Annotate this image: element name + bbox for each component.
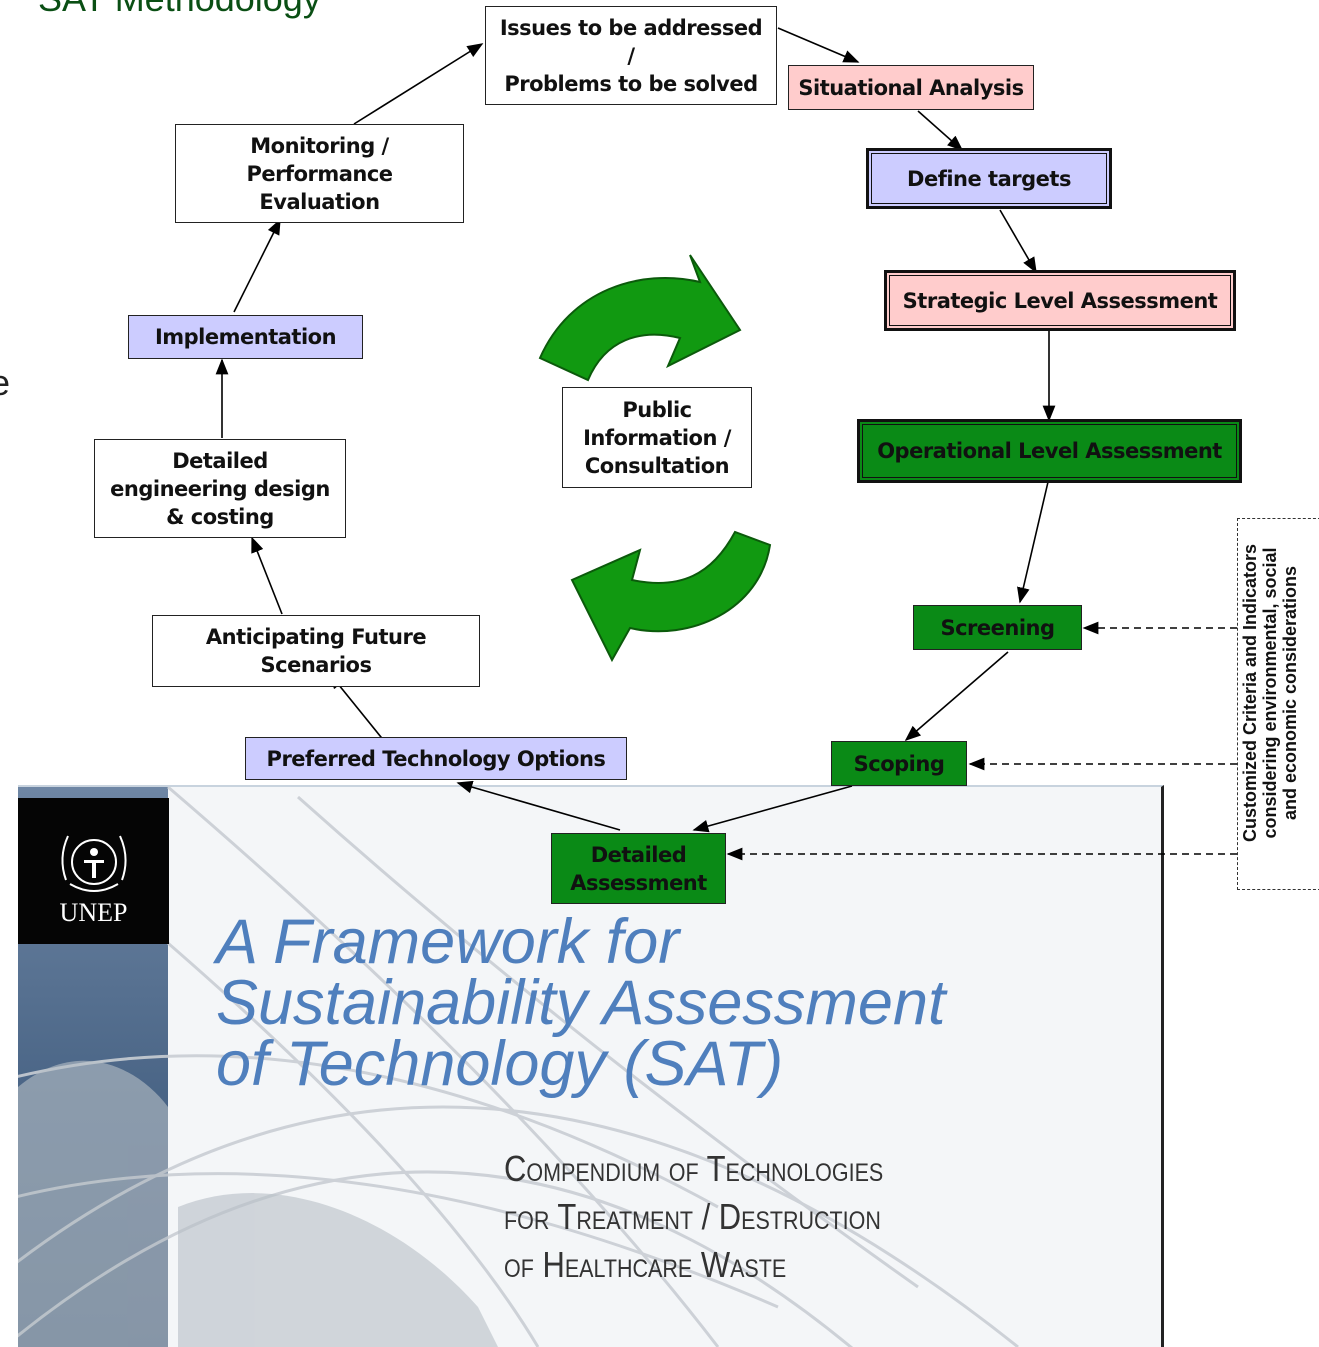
report-title-line: Sustainability Assessment [216,968,946,1038]
criteria-indicators-box [1237,518,1319,890]
report-subtitle: Compendium of Technologies for Treatment… [504,1145,1124,1289]
node-preferred-options: Preferred Technology Options [245,737,627,780]
node-strategic-assessment: Strategic Level Assessment [884,270,1236,331]
report-subtitle-line: of Healthcare Waste [504,1244,787,1285]
node-situational-analysis: Situational Analysis [788,65,1034,110]
node-future-scenarios: Anticipating Future Scenarios [152,615,480,687]
cycle-arrow-top [538,254,742,382]
report-subtitle-line: Compendium of Technologies [504,1148,884,1189]
globe-background-graphic [18,787,1019,1347]
unep-logo: UNEP [18,798,169,944]
node-monitoring: Monitoring / Performance Evaluation [175,124,464,223]
report-title-line: A Framework for [216,907,680,977]
un-emblem-icon [61,835,127,892]
cycle-arrow-bottom [570,530,772,663]
page-heading: SAT Methodology [38,0,321,20]
report-title: A Framework for Sustainability Assessmen… [216,907,1116,1099]
node-screening: Screening [913,605,1082,650]
node-engineering-design: Detailed engineering design & costing [94,439,346,538]
node-detailed-assessment: Detailed Assessment [551,833,726,904]
criteria-indicators-text: Customized Criteria and Indicators consi… [1240,543,1300,843]
cropped-side-text: e [0,362,11,403]
node-operational-assessment: Operational Level Assessment [857,419,1242,483]
node-define-targets: Define targets [866,148,1112,209]
node-implementation: Implementation [128,315,363,359]
node-scoping: Scoping [831,741,967,786]
unep-logo-text: UNEP [59,898,128,927]
report-subtitle-line: for Treatment / Destruction [504,1196,881,1237]
node-issues: Issues to be addressed / Problems to be … [485,6,777,105]
report-title-line: of Technology (SAT) [216,1029,784,1099]
node-public-consultation: Public Information / Consultation [562,387,752,488]
